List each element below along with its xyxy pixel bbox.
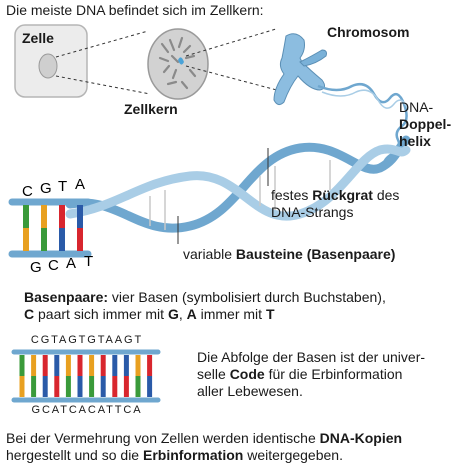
label-bausteine-bold: Bausteine (Basenpaare): [235, 246, 396, 262]
label-rueckgrat-bold: Rückgrat: [312, 187, 373, 203]
footer-line1-pre: Bei der Vermehrung von Zellen werden ide…: [6, 430, 320, 446]
ladder-top-base-4: A: [75, 176, 85, 193]
nucleus-chromosome-highlight: [178, 57, 184, 65]
label-rueckgrat-line2: DNA-Strangs: [271, 204, 354, 220]
code-line1: Die Abfolge der Basen ist der univer-: [197, 349, 426, 365]
basenpaare-a: A: [186, 306, 197, 322]
basenpaare-title: Basenpaare:: [24, 289, 109, 305]
ladder-top-base-3: T: [58, 178, 67, 195]
label-rueckgrat-pre: festes: [271, 187, 313, 203]
ladder-bottom-base-3: A: [66, 255, 76, 272]
code-line2-pre: selle: [197, 366, 230, 382]
ladder-bottom-base-4: T: [84, 253, 93, 270]
code-line3: aller Lebewesen.: [197, 383, 303, 399]
basenpaare-text-c: immer mit: [196, 306, 266, 322]
basenpaare-t: T: [265, 306, 275, 322]
ladder-top-base-1: C: [22, 183, 33, 200]
connector-nucleus-chromosome-top: [185, 28, 277, 57]
footer-line2: hergestellt und so die Erbinformation we…: [6, 447, 343, 464]
connector-cell-nucleus-top: [55, 30, 149, 58]
double-helix: [65, 135, 411, 233]
label-dna-line1: DNA-: [399, 99, 434, 115]
basenpaare-line2: C paart sich immer mit G, A immer mit T: [24, 306, 275, 323]
ladder-top-base-2: G: [40, 180, 52, 197]
basenpaare-text-a: paart sich immer mit: [34, 306, 168, 322]
footer-line2-pre: hergestellt und so die: [6, 447, 143, 463]
basenpaare-line1: Basenpaare: vier Basen (symbolisiert dur…: [24, 289, 386, 306]
label-dna-line3: helix: [399, 133, 431, 149]
code-line2-bold: Code: [229, 366, 265, 382]
sequence-ladder: [11, 349, 161, 403]
footer-line1-bold: DNA-Kopien: [319, 430, 403, 446]
label-bausteine-pre: variable: [183, 246, 236, 262]
label-rueckgrat: festes Rückgrat des: [271, 187, 399, 204]
ladder-bottom-base-1: G: [30, 259, 42, 276]
intro-text: Die meiste DNA befindet sich im Zellkern…: [6, 2, 264, 18]
cell-nucleus-shape: [38, 53, 58, 79]
ladder-bottom-base-2: C: [48, 257, 59, 274]
label-dna-line2: Doppel-: [399, 116, 452, 132]
basenpaare-title-rest: vier Basen (symbolisiert durch Buchstabe…: [108, 289, 386, 305]
label-bausteine: variable Bausteine (Basenpaare): [183, 246, 395, 263]
nucleus-chromatin: [158, 36, 197, 90]
label-zelle: Zelle: [22, 30, 54, 46]
label-rueckgrat-post: des: [372, 187, 400, 203]
basenpaare-text-b: ,: [178, 306, 187, 322]
label-zellkern: Zellkern: [124, 101, 178, 117]
basenpaare-g: G: [167, 306, 179, 322]
chromosome-shape: [273, 33, 327, 106]
nucleus-shape: [147, 28, 209, 100]
dna-strand-coil-light: [321, 89, 409, 111]
sequence-bottom: GCATCACATTCA: [31, 404, 143, 416]
footer-line2-bold: Erbinformation: [142, 447, 244, 463]
basenpaare-c: C: [24, 306, 35, 322]
dna-ladder: [8, 198, 92, 258]
code-line2: selle Code für die Erbinformation: [197, 366, 402, 383]
connector-cell-nucleus-bottom: [55, 75, 151, 95]
footer-line1: Bei der Vermehrung von Zellen werden ide…: [6, 430, 402, 447]
footer-line2-post: weitergegeben.: [243, 447, 343, 463]
label-chromosom: Chromosom: [327, 24, 410, 40]
code-line2-post: für die Erbinformation: [264, 366, 403, 382]
sequence-top: CGTAGTGTAAGT: [30, 334, 144, 346]
